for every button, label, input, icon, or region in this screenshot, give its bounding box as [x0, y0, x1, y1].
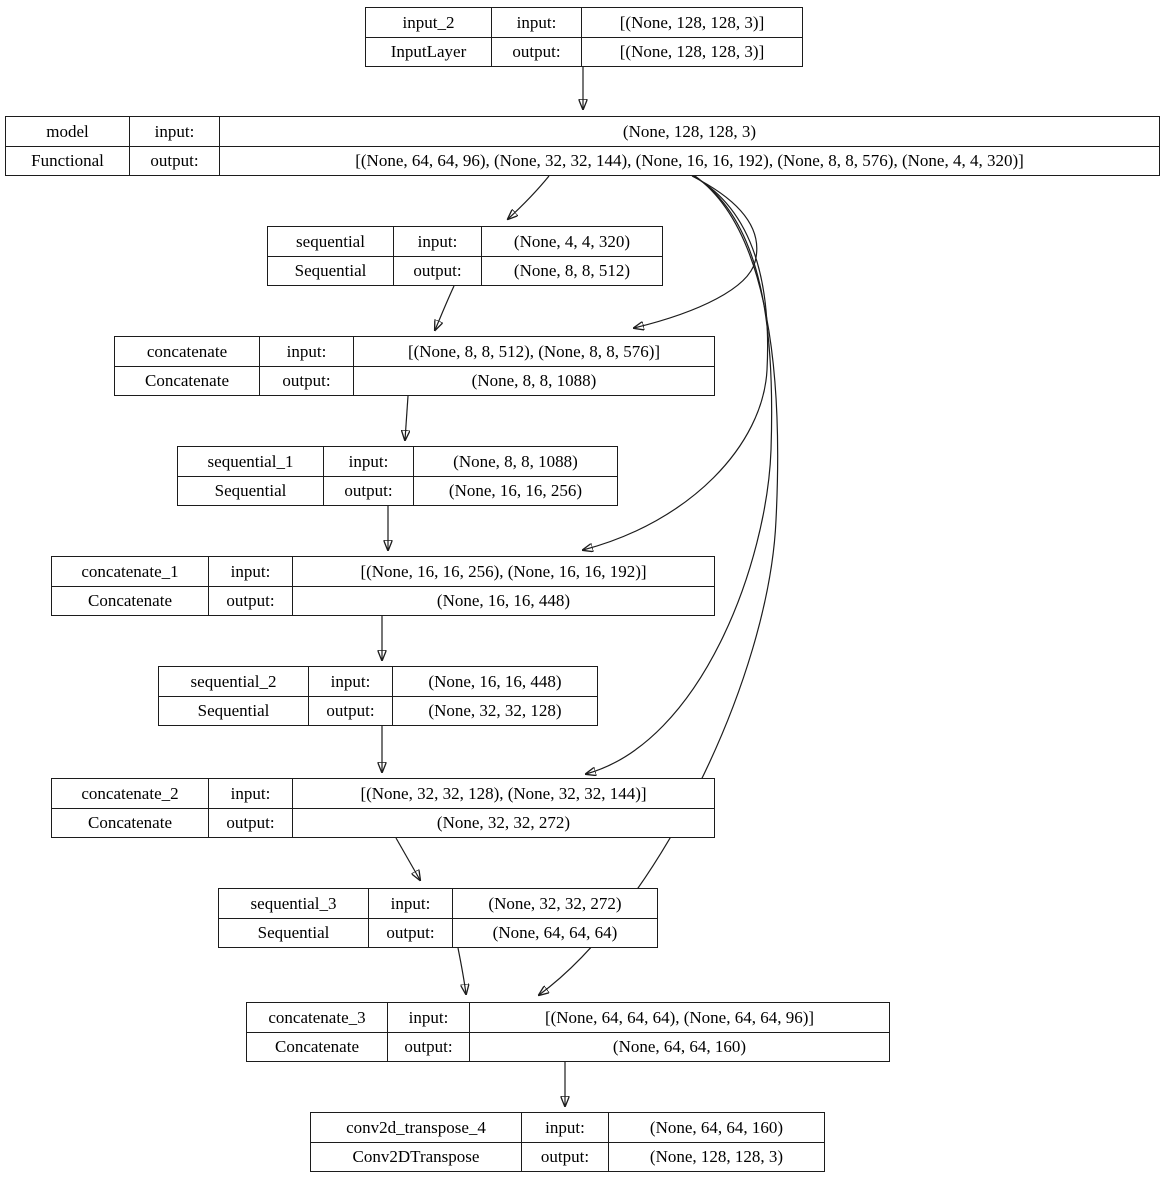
input-shape: (None, 16, 16, 448) [392, 667, 597, 696]
edge-sequential-to-concatenate [435, 285, 455, 330]
input-label: input: [521, 1113, 608, 1142]
output-label: output: [491, 37, 581, 66]
layer-name: sequential_3 [250, 893, 337, 913]
node-sequential_2: sequential_2 input: (None, 16, 16, 448) … [158, 666, 598, 726]
layer-type: Sequential [159, 696, 308, 725]
node-concatenate_3: concatenate_3 input: [(None, 64, 64, 64)… [246, 1002, 890, 1062]
output-shape: (None, 64, 64, 160) [469, 1032, 889, 1061]
output-label: output: [259, 366, 353, 395]
input-shape: [(None, 128, 128, 3)] [581, 8, 802, 37]
output-shape: [(None, 64, 64, 96), (None, 32, 32, 144)… [219, 146, 1159, 175]
input-shape: (None, 4, 4, 320) [481, 227, 662, 256]
layer-name: model [46, 121, 89, 141]
output-label: output: [308, 696, 392, 725]
node-input_2: input_2 input: [(None, 128, 128, 3)] Inp… [365, 7, 803, 67]
output-shape: (None, 32, 32, 128) [392, 696, 597, 725]
input-shape: [(None, 64, 64, 64), (None, 64, 64, 96)] [469, 1003, 889, 1032]
layer-name: concatenate_3 [268, 1007, 366, 1027]
node-concatenate_2: concatenate_2 input: [(None, 32, 32, 128… [51, 778, 715, 838]
output-label: output: [323, 476, 413, 505]
output-label: output: [521, 1142, 608, 1171]
input-label: input: [491, 8, 581, 37]
output-label: output: [393, 256, 481, 285]
layer-name: input_2 [402, 12, 455, 32]
output-shape: [(None, 128, 128, 3)] [581, 37, 802, 66]
output-shape: (None, 8, 8, 512) [481, 256, 662, 285]
edge-concatenate_2-to-sequential_3 [395, 837, 420, 880]
output-label: output: [129, 146, 219, 175]
layer-type: Concatenate [247, 1032, 387, 1061]
output-shape: (None, 64, 64, 64) [452, 918, 657, 947]
layer-name: sequential_2 [190, 671, 277, 691]
input-shape: [(None, 32, 32, 128), (None, 32, 32, 144… [292, 779, 714, 808]
node-sequential: sequential input: (None, 4, 4, 320) Sequ… [267, 226, 663, 286]
layer-type: Functional [6, 146, 129, 175]
layer-type: Concatenate [52, 808, 208, 837]
input-label: input: [129, 117, 219, 146]
input-label: input: [387, 1003, 469, 1032]
input-shape: (None, 128, 128, 3) [219, 117, 1159, 146]
layer-type: InputLayer [366, 37, 491, 66]
node-concatenate: concatenate input: [(None, 8, 8, 512), (… [114, 336, 715, 396]
layer-name: sequential [296, 231, 365, 251]
output-shape: (None, 128, 128, 3) [608, 1142, 824, 1171]
layer-name: concatenate_2 [81, 783, 179, 803]
input-label: input: [208, 557, 292, 586]
layer-type: Concatenate [115, 366, 259, 395]
input-shape: (None, 64, 64, 160) [608, 1113, 824, 1142]
layer-name: sequential_1 [207, 451, 294, 471]
layer-name: concatenate [146, 341, 228, 361]
edge-sequential_3-to-concatenate_3 [457, 947, 466, 994]
output-label: output: [208, 586, 292, 615]
input-label: input: [323, 447, 413, 476]
input-shape: [(None, 16, 16, 256), (None, 16, 16, 192… [292, 557, 714, 586]
input-label: input: [393, 227, 481, 256]
input-label: input: [208, 779, 292, 808]
edge-concatenate-to-sequential_1 [405, 395, 408, 440]
layer-type: Conv2DTranspose [311, 1142, 521, 1171]
output-label: output: [387, 1032, 469, 1061]
output-shape: (None, 8, 8, 1088) [353, 366, 714, 395]
output-label: output: [208, 808, 292, 837]
input-shape: [(None, 8, 8, 512), (None, 8, 8, 576)] [353, 337, 714, 366]
input-shape: (None, 32, 32, 272) [452, 889, 657, 918]
output-shape: (None, 32, 32, 272) [292, 808, 714, 837]
layer-name: concatenate_1 [81, 561, 179, 581]
node-concatenate_1: concatenate_1 input: [(None, 16, 16, 256… [51, 556, 715, 616]
layer-type: Sequential [219, 918, 368, 947]
output-shape: (None, 16, 16, 448) [292, 586, 714, 615]
layer-type: Concatenate [52, 586, 208, 615]
input-shape: (None, 8, 8, 1088) [413, 447, 617, 476]
output-label: output: [368, 918, 452, 947]
output-shape: (None, 16, 16, 256) [413, 476, 617, 505]
node-sequential_3: sequential_3 input: (None, 32, 32, 272) … [218, 888, 658, 948]
input-label: input: [308, 667, 392, 696]
node-model: model input: (None, 128, 128, 3) Functio… [5, 116, 1160, 176]
input-label: input: [259, 337, 353, 366]
node-sequential_1: sequential_1 input: (None, 8, 8, 1088) S… [177, 446, 618, 506]
layer-name: conv2d_transpose_4 [346, 1117, 486, 1137]
input-label: input: [368, 889, 452, 918]
layer-type: Sequential [178, 476, 323, 505]
node-conv2d_transpose_4: conv2d_transpose_4 input: (None, 64, 64,… [310, 1112, 825, 1172]
edge-model-to-sequential [508, 175, 550, 219]
layer-type: Sequential [268, 256, 393, 285]
